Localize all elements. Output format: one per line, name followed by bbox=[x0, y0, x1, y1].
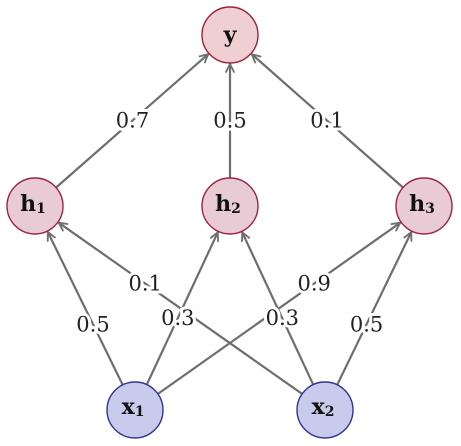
node-x2-circle bbox=[296, 381, 354, 439]
edge-h3-to-y bbox=[250, 53, 404, 189]
node-h3-circle bbox=[395, 177, 453, 235]
node-h1-circle bbox=[6, 177, 64, 235]
edges-layer bbox=[46, 53, 413, 395]
weights-layer: 0.7 0.5 0.1 0.5 0.3 0.9 0.1 0.3 0.5 bbox=[73, 106, 386, 340]
edge-h1-to-y bbox=[55, 53, 210, 189]
weight-x2-to-h1: 0.1 bbox=[128, 272, 161, 296]
node-y: y bbox=[201, 6, 259, 64]
node-h3: h3 bbox=[395, 177, 453, 235]
node-h2: h2 bbox=[201, 177, 259, 235]
node-h2-label: h2 bbox=[215, 191, 241, 217]
node-h1: h1 bbox=[6, 177, 64, 235]
weight-h1-to-y: 0.7 bbox=[116, 109, 149, 133]
edge-x2-to-h1 bbox=[57, 221, 303, 395]
node-h3-label: h3 bbox=[409, 191, 435, 217]
weight-x2-to-h2: 0.3 bbox=[266, 306, 299, 330]
weight-x1-to-h2: 0.3 bbox=[161, 306, 194, 330]
node-x2: x2 bbox=[296, 381, 354, 439]
edge-x1-to-h1 bbox=[46, 231, 124, 386]
edge-x2-to-h3 bbox=[336, 231, 413, 386]
node-x1: x1 bbox=[106, 381, 164, 439]
weight-h3-to-y: 0.1 bbox=[310, 109, 343, 133]
weight-x2-to-h3: 0.5 bbox=[350, 312, 383, 336]
node-y-label: y bbox=[223, 22, 238, 48]
weight-x1-to-h1: 0.5 bbox=[76, 312, 109, 336]
node-y-circle bbox=[201, 6, 259, 64]
weight-h2-to-y: 0.5 bbox=[213, 109, 246, 133]
node-x2-label: x2 bbox=[312, 394, 335, 420]
node-h1-label: h1 bbox=[20, 191, 46, 217]
weight-x1-to-h3: 0.9 bbox=[297, 272, 330, 296]
edge-x1-to-h3 bbox=[157, 221, 402, 395]
edge-x2-to-h2 bbox=[241, 231, 315, 386]
node-x1-label: x1 bbox=[122, 394, 145, 420]
node-x1-circle bbox=[106, 381, 164, 439]
nodes-layer: y h1 h2 h3 x1 x2 bbox=[6, 6, 453, 439]
node-h2-circle bbox=[201, 177, 259, 235]
